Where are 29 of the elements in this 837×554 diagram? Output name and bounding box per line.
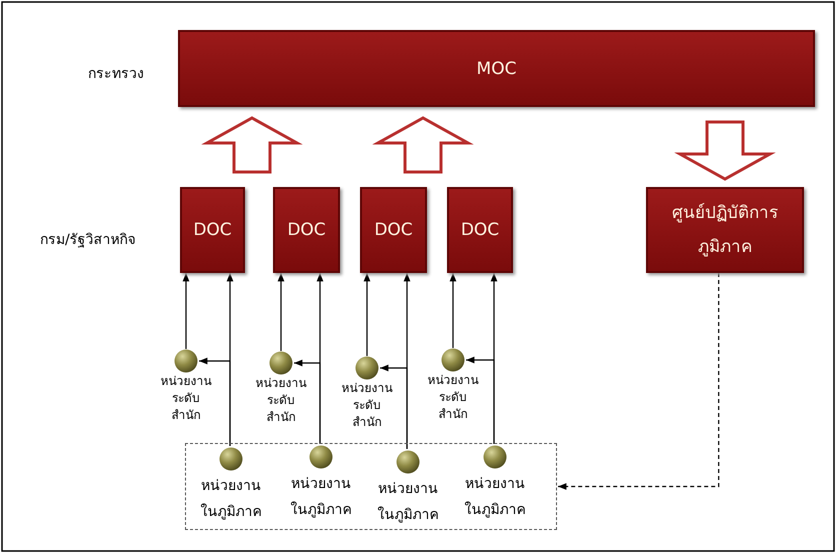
dashed-group-box: [185, 443, 557, 530]
arrow: [182, 273, 190, 349]
unit-label: หน่วยงาน ระดับ สำนัก: [342, 380, 392, 431]
arrow: [558, 273, 720, 490]
row-label: กระทรวง: [88, 65, 144, 84]
unit-label: หน่วยงาน ระดับ สำนัก: [160, 373, 212, 424]
arrow: [364, 273, 370, 356]
unit-label: หน่วยงาน ระดับ สำนัก: [428, 372, 478, 423]
org-box: DOC: [180, 187, 245, 273]
unit-label: หน่วยงาน ในภูมิภาค: [200, 477, 262, 522]
block-arrow: [674, 120, 776, 181]
org-box: DOC: [360, 187, 427, 273]
unit-label: หน่วยงาน ในภูมิภาค: [378, 480, 438, 525]
unit-label: หน่วยงาน ในภูมิภาค: [464, 475, 526, 520]
arrow: [380, 364, 408, 449]
arrow: [199, 358, 231, 446]
block-arrow: [372, 116, 474, 174]
unit-label: หน่วยงาน ในภูมิภาค: [290, 475, 352, 520]
org-box: DOC: [447, 187, 513, 273]
arrow: [450, 273, 456, 348]
org-box: ศูนย์ปฏิบัติการ ภูมิภาค: [646, 187, 804, 273]
unit-label: หน่วยงาน ระดับ สำนัก: [256, 375, 306, 426]
arrow: [278, 273, 284, 351]
row-label: กรม/รัฐวิสาหกิจ: [40, 231, 136, 250]
block-arrow: [201, 116, 303, 174]
arrow: [466, 356, 495, 444]
org-box: MOC: [178, 30, 815, 107]
arrow: [294, 360, 321, 444]
org-box: DOC: [273, 187, 340, 273]
